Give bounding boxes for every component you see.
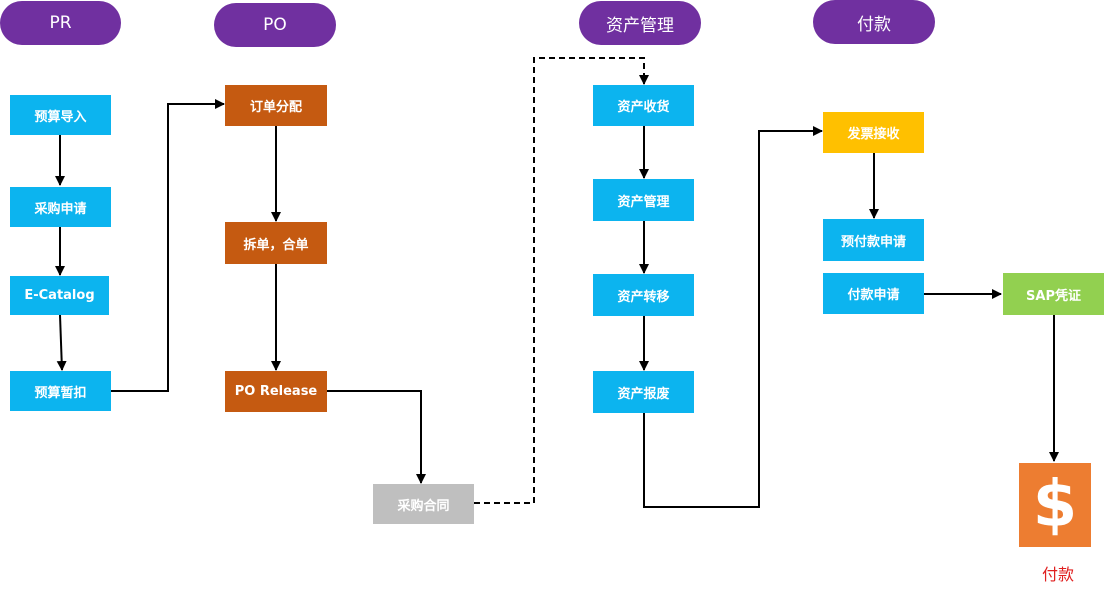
- step-asset-scrap: 资产报废: [593, 371, 694, 413]
- step-order-allocation: 订单分配: [225, 85, 327, 126]
- step-sap-voucher: SAP凭证: [1003, 273, 1104, 315]
- step-asset-management: 资产管理: [593, 179, 694, 221]
- step-budget-hold: 预算暂扣: [10, 371, 111, 411]
- step-asset-receipt: 资产收货: [593, 85, 694, 126]
- step-invoice-receipt: 发票接收: [823, 112, 924, 153]
- step-e-catalog: E-Catalog: [10, 276, 109, 315]
- header-pr: PR: [0, 1, 121, 45]
- arrow-po-to-contract: [327, 390, 426, 484]
- step-po-release: PO Release: [225, 371, 327, 412]
- step-budget-import: 预算导入: [10, 95, 111, 135]
- step-payment-request: 付款申请: [823, 273, 924, 314]
- dollar-icon: $: [1019, 463, 1091, 547]
- payment-label: 付款: [1041, 565, 1074, 584]
- header-po: PO: [214, 3, 336, 47]
- arrow-contract-to-asset: [474, 57, 649, 504]
- header-payment: 付款: [813, 0, 935, 44]
- step-split-merge: 拆单，合单: [225, 222, 327, 264]
- arrow-pr-to-po: [111, 99, 225, 392]
- arrow-asset-to-invoice: [643, 126, 823, 508]
- header-asset: 资产管理: [579, 1, 701, 45]
- arrow-pr-3: [56, 314, 67, 371]
- step-purchase-request: 采购申请: [10, 187, 111, 227]
- step-prepayment-request: 预付款申请: [823, 219, 924, 261]
- step-purchase-contract: 采购合同: [373, 484, 474, 524]
- step-asset-transfer: 资产转移: [593, 274, 694, 316]
